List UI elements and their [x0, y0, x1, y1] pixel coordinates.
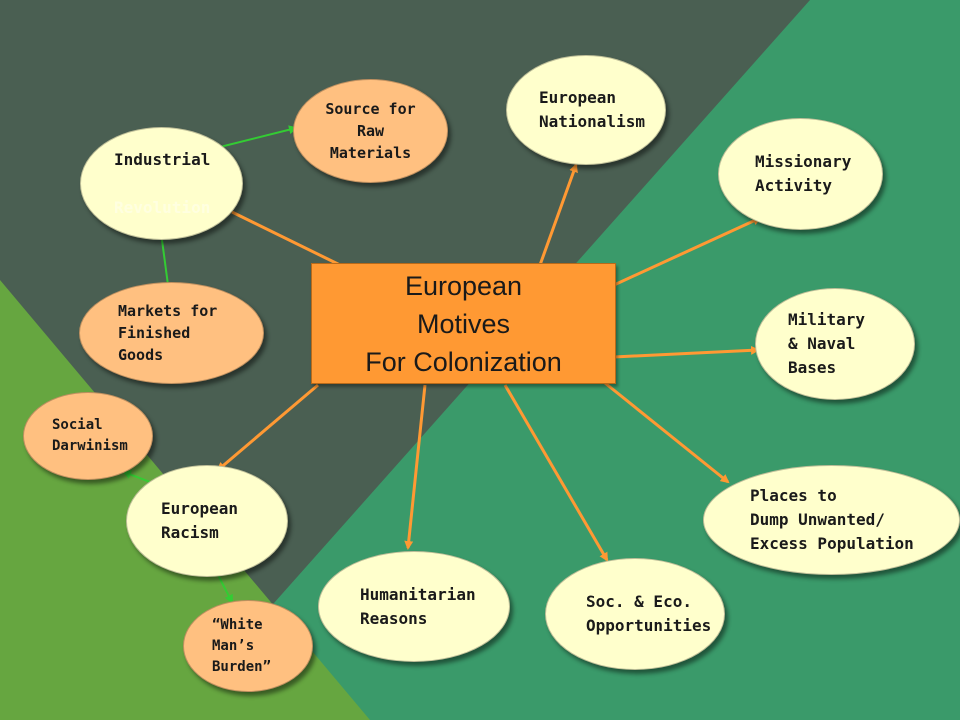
- arrow-to-nationalism: [538, 163, 578, 266]
- node-military-naval-bases: Military & Naval Bases: [755, 288, 915, 400]
- racism-label: European Racism: [161, 499, 239, 542]
- missionary-label: Missionary Activity: [755, 152, 852, 195]
- industrial-label-line1: Industrial: [114, 149, 211, 169]
- raw-materials-label: Source for Raw Materials: [325, 100, 416, 162]
- node-european-nationalism: European Nationalism: [506, 55, 666, 165]
- soc-eco-label: Soc. & Eco. Opportunities: [586, 592, 712, 635]
- white-mans-burden-label: “White Man’s Burden”: [212, 616, 272, 675]
- node-humanitarian-reasons: Humanitarian Reasons: [318, 551, 510, 662]
- arrow-to-military: [613, 345, 760, 359]
- arrow-industrial-to-raw-materials: [215, 125, 298, 149]
- arrow-racism-to-social-darwinism: [122, 470, 151, 483]
- node-social-darwinism: Social Darwinism: [23, 392, 153, 480]
- node-missionary-activity: Missionary Activity: [718, 118, 883, 230]
- military-label: Military & Naval Bases: [788, 310, 866, 377]
- node-source-raw-materials: Source for Raw Materials: [293, 79, 448, 183]
- arrow-to-industrial-revolution: [231, 210, 341, 267]
- line-industrial-to-markets: [161, 239, 169, 286]
- arrow-to-population: [604, 381, 730, 484]
- node-industrial-revolution: Industrial Revolution: [80, 127, 243, 240]
- markets-label: Markets for Finished Goods: [118, 302, 218, 364]
- central-topic-box: European Motives For Colonization: [311, 263, 616, 384]
- node-places-dump-population: Places to Dump Unwanted/ Excess Populati…: [703, 465, 960, 575]
- central-topic-title: European Motives For Colonization: [365, 270, 562, 377]
- social-darwinism-label: Social Darwinism: [52, 417, 128, 454]
- node-soc-eco-opportunities: Soc. & Eco. Opportunities: [545, 558, 725, 670]
- industrial-label-line2: Revolution: [114, 197, 211, 217]
- arrow-to-missionary: [613, 216, 762, 287]
- node-white-mans-burden: “White Man’s Burden”: [183, 600, 313, 692]
- arrow-to-racism: [216, 383, 319, 472]
- arrow-to-soc-eco: [503, 384, 609, 562]
- nationalism-label: European Nationalism: [539, 88, 645, 131]
- arrow-racism-to-white-mans-burden: [217, 574, 233, 604]
- arrow-to-humanitarian: [404, 384, 427, 550]
- node-markets-finished-goods: Markets for Finished Goods: [79, 282, 264, 384]
- population-label: Places to Dump Unwanted/ Excess Populati…: [750, 486, 914, 553]
- node-european-racism: European Racism: [126, 465, 288, 577]
- humanitarian-label: Humanitarian Reasons: [360, 584, 476, 628]
